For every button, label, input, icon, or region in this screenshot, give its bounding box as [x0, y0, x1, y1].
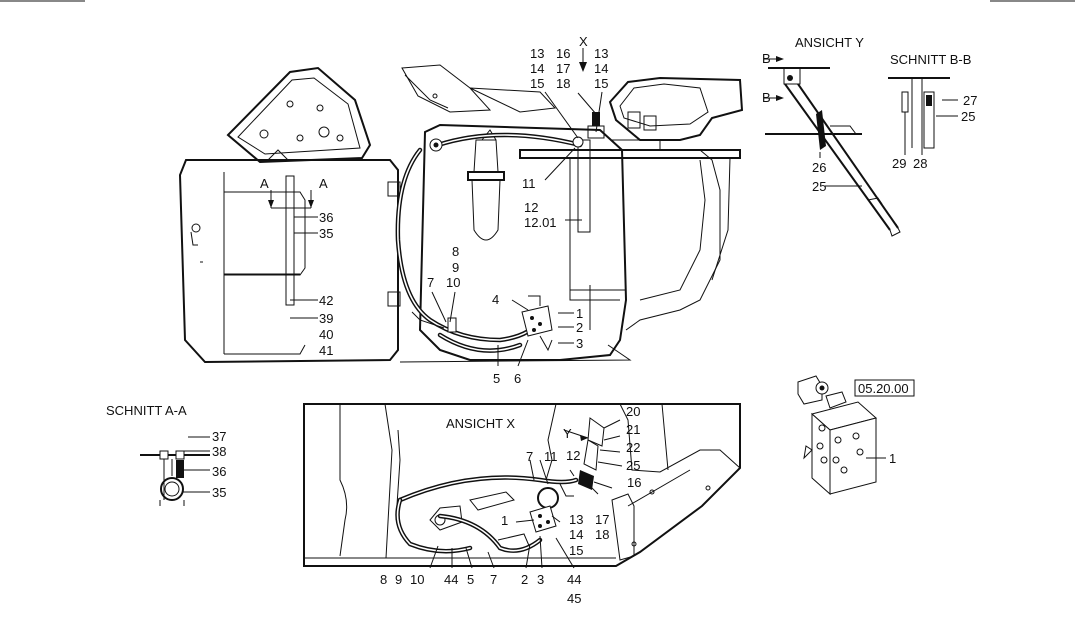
callout-8-view-x: 8	[380, 572, 387, 587]
callout-15-main-col3: 15	[594, 76, 608, 91]
callout-25-section-bb: 25	[961, 109, 975, 124]
callout-22-view-x: 22	[626, 440, 640, 455]
callout-5-main: 5	[493, 371, 500, 386]
callout-2-view-x: 2	[521, 572, 528, 587]
main-view-leaders	[268, 48, 603, 367]
callout-16-main: 16	[556, 46, 570, 61]
heading-ansicht-y: ANSICHT Y	[795, 35, 864, 50]
callout-29-section-bb: 29	[892, 156, 906, 171]
callout-13-main-col1: 13	[530, 46, 544, 61]
callout-28-section-bb: 28	[913, 156, 927, 171]
callout-17-view-x: 17	[595, 512, 609, 527]
callout-39-main: 39	[319, 311, 333, 326]
callout-17-main: 17	[556, 61, 570, 76]
callout-13-view-x: 13	[569, 512, 583, 527]
callout-45-view-x: 45	[567, 591, 581, 606]
callout-40-main: 40	[319, 327, 333, 342]
section-marker-b-top: B	[762, 51, 771, 66]
callout-42-main: 42	[319, 293, 333, 308]
callout-36-section-aa: 36	[212, 464, 226, 479]
view-y-drawing	[764, 56, 901, 237]
callout-12-view-x: 12	[566, 448, 580, 463]
callout-1-main: 1	[576, 306, 583, 321]
callout-11-view-x: 11	[544, 449, 558, 464]
callout-6-main: 6	[514, 371, 521, 386]
callout-16-view-x: 16	[627, 475, 641, 490]
view-y-marker: Y	[563, 426, 572, 441]
callout-3-main: 3	[576, 336, 583, 351]
section-marker-a-right: A	[319, 176, 328, 191]
callout-41-main: 41	[319, 343, 333, 358]
callout-26-view-y: 26	[812, 160, 826, 175]
callout-12-main: 12	[524, 200, 538, 215]
callout-25-view-y: 25	[812, 179, 826, 194]
callout-9-main: 9	[452, 260, 459, 275]
reference-box	[854, 379, 915, 397]
section-aa-drawing	[140, 436, 210, 506]
view-x-marker: X	[579, 34, 588, 49]
callout-8-main: 8	[452, 244, 459, 259]
section-bb-drawing	[888, 77, 958, 155]
callout-12-01-main: 12.01	[524, 215, 557, 230]
callout-27-section-bb: 27	[963, 93, 977, 108]
callout-7-main: 7	[427, 275, 434, 290]
callout-44-view-x-left: 44	[444, 572, 458, 587]
callout-21-view-x: 21	[626, 422, 640, 437]
callout-9-view-x: 9	[395, 572, 402, 587]
callout-44-view-x-right: 44	[567, 572, 581, 587]
callout-7-view-x-bottom: 7	[490, 572, 497, 587]
reference-box-label: 05.20.00	[858, 381, 909, 396]
callout-5-view-x: 5	[467, 572, 474, 587]
callout-25-view-x: 25	[626, 458, 640, 473]
callout-14-view-x: 14	[569, 527, 583, 542]
callout-36-main: 36	[319, 210, 333, 225]
callout-2-main: 2	[576, 320, 583, 335]
section-marker-a-left: A	[260, 176, 269, 191]
section-marker-b-bottom: B	[762, 90, 771, 105]
callout-14-main-col3: 14	[594, 61, 608, 76]
callout-14-main-col1: 14	[530, 61, 544, 76]
main-view-drawing	[178, 64, 744, 364]
callout-10-view-x: 10	[410, 572, 424, 587]
callout-3-view-x: 3	[537, 572, 544, 587]
view-x-drawing	[303, 403, 741, 569]
callout-18-view-x: 18	[595, 527, 609, 542]
callout-20-view-x: 20	[626, 404, 640, 419]
callout-11-main: 11	[522, 176, 536, 191]
callout-4-main: 4	[492, 292, 499, 307]
valve-detail-drawing	[797, 375, 886, 496]
callout-35-main: 35	[319, 226, 333, 241]
callout-7-view-x: 7	[526, 449, 533, 464]
callout-1-valve-detail: 1	[889, 451, 896, 466]
callout-1-view-x: 1	[501, 513, 508, 528]
callout-15-view-x: 15	[569, 543, 583, 558]
callout-13-main-col3: 13	[594, 46, 608, 61]
callout-37-section-aa: 37	[212, 429, 226, 444]
heading-schnitt-bb: SCHNITT B-B	[890, 52, 971, 67]
callout-10-main: 10	[446, 275, 460, 290]
heading-schnitt-aa: SCHNITT A-A	[106, 403, 187, 418]
callout-18-main: 18	[556, 76, 570, 91]
callout-38-section-aa: 38	[212, 444, 226, 459]
heading-ansicht-x: ANSICHT X	[446, 416, 515, 431]
callout-15-main-col1: 15	[530, 76, 544, 91]
callout-35-section-aa: 35	[212, 485, 226, 500]
